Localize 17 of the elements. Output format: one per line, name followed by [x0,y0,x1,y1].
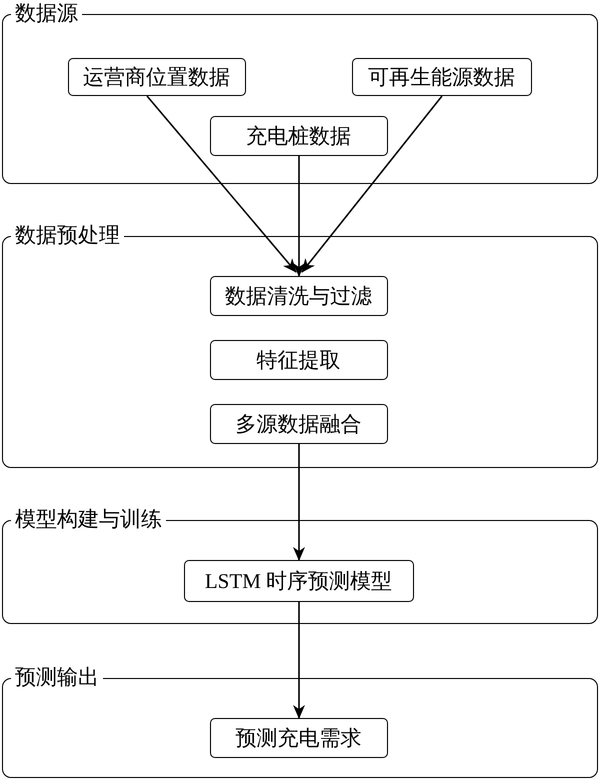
process-box: 充电桩数据 [210,116,388,156]
arrow [301,96,443,273]
arrow [293,156,305,277]
arrow [293,444,305,561]
process-box: 特征提取 [210,340,388,380]
group-heading: 模型构建与训练 [11,506,166,532]
arrow [293,602,305,719]
group-heading: 数据预处理 [11,222,124,248]
process-box: 可再生能源数据 [352,58,532,96]
process-box: 预测充电需求 [210,718,388,758]
process-box: 数据清洗与过滤 [210,276,388,316]
arrow [146,95,297,273]
process-box: 多源数据融合 [210,404,388,444]
group-heading: 预测输出 [11,664,103,690]
process-box: LSTM 时序预测模型 [184,560,414,602]
group-heading: 数据源 [11,0,82,26]
process-box: 运营商位置数据 [68,58,246,96]
